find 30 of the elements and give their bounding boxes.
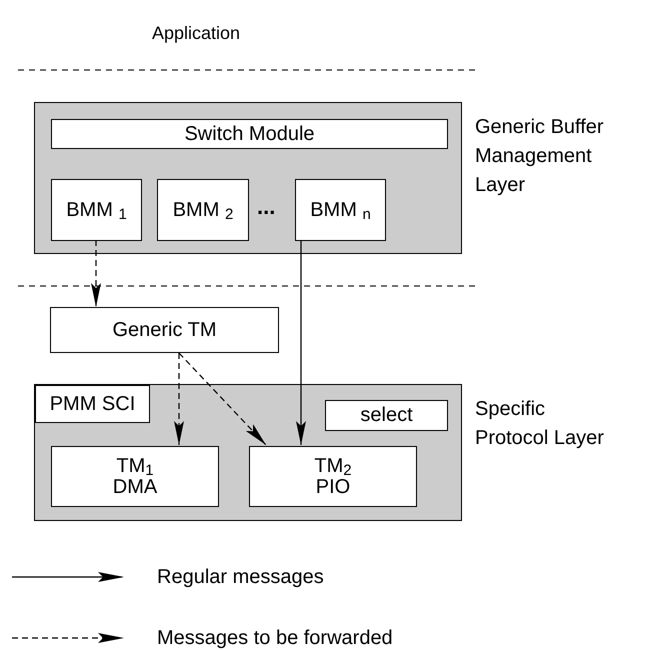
box-label: TM$_{2}$ [314, 456, 352, 476]
module-box [249, 446, 417, 507]
box-label: TM$_{1}$ [116, 456, 154, 476]
arrow [174, 353, 184, 445]
box-label: PIO [316, 476, 350, 498]
legend-label: Messages to be forwarded [157, 626, 393, 650]
module-box [295, 179, 386, 241]
module-box [50, 307, 279, 353]
layer-title: Application [152, 24, 240, 42]
module-box [157, 179, 249, 241]
box-label: BMM $_{1}$ [66, 200, 127, 220]
module-box [51, 119, 448, 149]
module-box [51, 179, 142, 241]
ellipsis-label: ... [257, 196, 276, 218]
box-label: DMA [112, 476, 158, 498]
box-label: Switch Module [184, 124, 315, 144]
arrow [178, 352, 266, 446]
box-label: BMM $_{2}$ [172, 200, 234, 220]
layer-caption: Specific Protocol Layer [475, 397, 605, 451]
module-box [325, 400, 448, 431]
module-box [51, 446, 219, 507]
layer-caption: Generic Buffer Management Layer [475, 115, 605, 198]
legend-label: Regular messages [157, 565, 324, 590]
box-label: select [360, 405, 413, 426]
module-box [35, 385, 150, 423]
box-label: PMM SCI [50, 394, 136, 414]
box-label: BMM $_{n}$ [310, 200, 371, 220]
arrow [91, 240, 101, 307]
arrow [296, 240, 306, 445]
box-label: Generic TM [112, 320, 217, 340]
